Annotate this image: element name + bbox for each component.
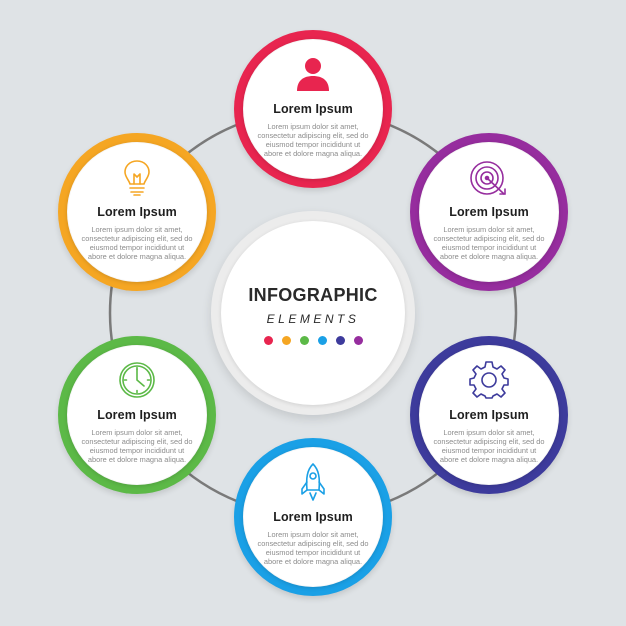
color-dot (353, 336, 363, 345)
step-description: Lorem ipsum dolor sit amet, consectetur … (257, 121, 369, 159)
step-description: Lorem ipsum dolor sit amet, consectetur … (81, 224, 193, 262)
rocket-icon (301, 462, 325, 501)
infographic-title: INFOGRAPHIC (248, 285, 378, 305)
lightbulb-icon (124, 159, 150, 196)
step-card-time: Lorem Ipsum Lorem ipsum dolor sit amet, … (58, 336, 216, 494)
color-dots (263, 336, 363, 345)
person-icon (297, 57, 329, 91)
step-description: Lorem ipsum dolor sit amet, consectetur … (257, 529, 369, 567)
clock-icon (119, 361, 155, 398)
step-card-person: Lorem Ipsum Lorem ipsum dolor sit amet, … (234, 30, 392, 188)
step-description: Lorem ipsum dolor sit amet, consectetur … (433, 224, 545, 262)
step-card-idea: Lorem Ipsum Lorem ipsum dolor sit amet, … (58, 133, 216, 291)
center-hub: INFOGRAPHIC ELEMENTS (211, 211, 415, 415)
infographic-subtitle: ELEMENTS (266, 312, 360, 326)
step-title: Lorem Ipsum (273, 509, 353, 524)
color-dot (299, 336, 309, 345)
step-title: Lorem Ipsum (97, 407, 177, 422)
color-dot (263, 336, 273, 345)
step-card-launch: Lorem Ipsum Lorem ipsum dolor sit amet, … (234, 438, 392, 596)
step-card-settings: Lorem Ipsum Lorem ipsum dolor sit amet, … (410, 336, 568, 494)
step-description: Lorem ipsum dolor sit amet, consectetur … (433, 427, 545, 465)
step-card-target: Lorem Ipsum Lorem ipsum dolor sit amet, … (410, 133, 568, 291)
color-dot (281, 336, 291, 345)
step-description: Lorem ipsum dolor sit amet, consectetur … (81, 427, 193, 465)
step-title: Lorem Ipsum (449, 407, 529, 422)
step-title: Lorem Ipsum (273, 101, 353, 116)
step-title: Lorem Ipsum (449, 204, 529, 219)
gear-icon (469, 360, 509, 399)
color-dot (335, 336, 345, 345)
color-dot (317, 336, 327, 345)
target-icon (470, 160, 506, 195)
step-title: Lorem Ipsum (97, 204, 177, 219)
